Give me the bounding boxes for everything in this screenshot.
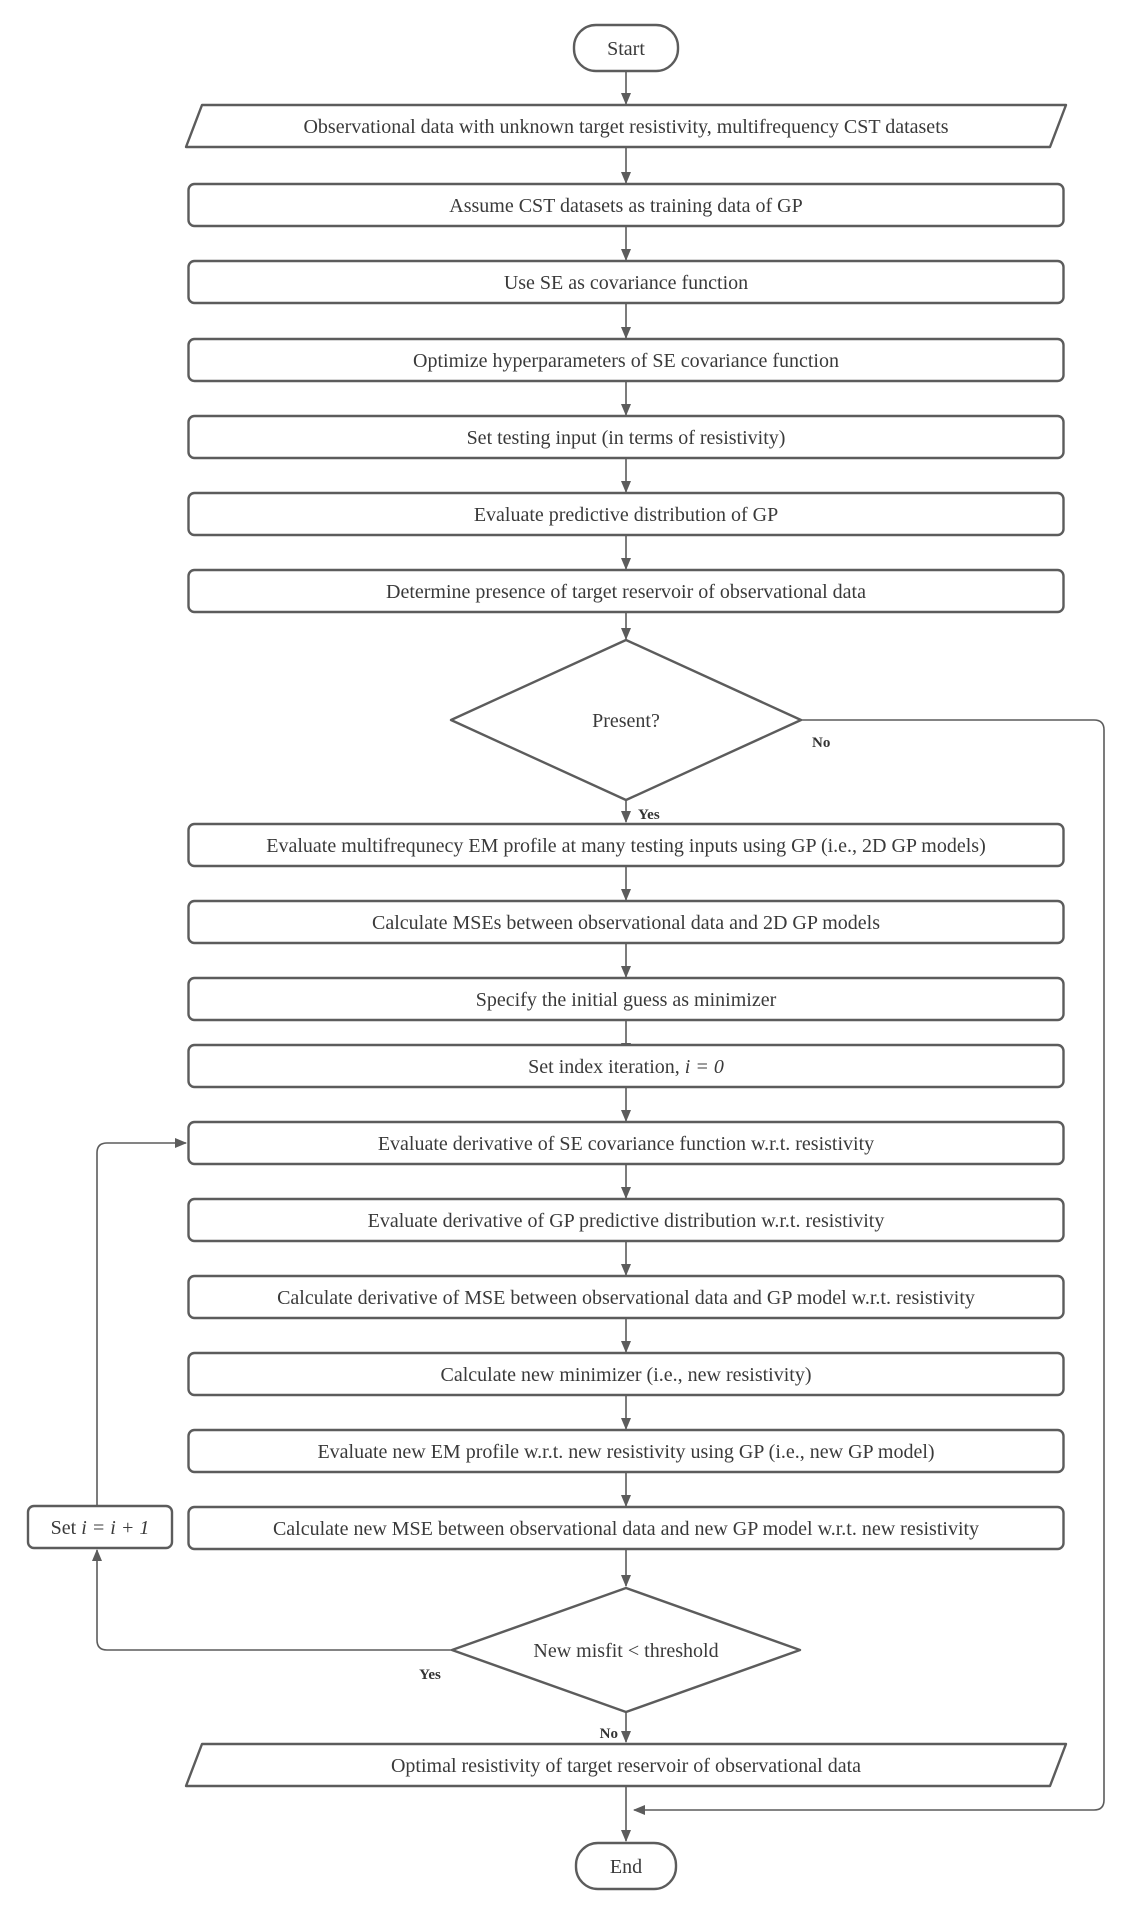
node-label-optimal-resistivity: Optimal resistivity of target reservoir … <box>391 1755 861 1777</box>
node-label-start: Start <box>607 38 645 60</box>
node-optimize-hyperparameters: Optimize hyperparameters of SE covarianc… <box>187 337 1065 383</box>
node-derivative-gp-predictive: Evaluate derivative of GP predictive dis… <box>187 1197 1065 1243</box>
node-label-assume-cst-training: Assume CST datasets as training data of … <box>449 195 802 217</box>
edge-label-misfit-yes-to-increment: Yes <box>419 1667 441 1683</box>
node-use-se-covariance: Use SE as covariance function <box>187 259 1065 305</box>
process-shape <box>187 182 1065 228</box>
node-evaluate-new-em-profile: Evaluate new EM profile w.r.t. new resis… <box>187 1428 1065 1474</box>
node-label-use-se-covariance: Use SE as covariance function <box>504 272 748 294</box>
node-assume-cst-training: Assume CST datasets as training data of … <box>187 182 1065 228</box>
node-calculate-new-mse: Calculate new MSE between observational … <box>187 1505 1065 1551</box>
node-label-determine-presence: Determine presence of target reservoir o… <box>386 581 866 603</box>
edge-present-yes: Yes <box>621 800 660 823</box>
node-label-calculate-new-mse: Calculate new MSE between observational … <box>273 1518 979 1540</box>
edge-label-present-no-bypass: No <box>812 735 830 751</box>
process-shape <box>187 1120 1065 1166</box>
process-shape <box>187 259 1065 305</box>
edge-label-present-yes: Yes <box>638 807 660 823</box>
node-label-derivative-mse: Calculate derivative of MSE between obse… <box>277 1287 975 1309</box>
data-shape <box>184 103 1068 149</box>
process-shape <box>187 414 1065 460</box>
node-label-observational-data: Observational data with unknown target r… <box>303 116 948 138</box>
node-optimal-resistivity: Optimal resistivity of target reservoir … <box>184 1742 1068 1788</box>
process-shape <box>187 337 1065 383</box>
node-label-evaluate-new-em-profile: Evaluate new EM profile w.r.t. new resis… <box>317 1441 934 1463</box>
process-shape <box>187 491 1065 537</box>
node-label-derivative-se-covariance: Evaluate derivative of SE covariance fun… <box>378 1133 874 1155</box>
node-present-decision: Present? <box>449 638 803 802</box>
decision-shape <box>449 638 803 802</box>
node-label-end: End <box>610 1856 642 1878</box>
edge-label-misfit-no: No <box>600 1726 618 1742</box>
process-shape <box>187 1197 1065 1243</box>
node-label-set-index-iteration: Set index iteration, i = 0 <box>528 1056 724 1078</box>
node-label-calculate-mses: Calculate MSEs between observational dat… <box>372 912 880 934</box>
node-calculate-mses: Calculate MSEs between observational dat… <box>187 899 1065 945</box>
edge-misfit-no: No <box>600 1712 631 1743</box>
process-shape <box>187 822 1065 868</box>
node-label-optimize-hyperparameters: Optimize hyperparameters of SE covarianc… <box>413 350 839 372</box>
node-observational-data: Observational data with unknown target r… <box>184 103 1068 149</box>
decision-shape <box>450 1586 802 1714</box>
node-specify-initial-guess: Specify the initial guess as minimizer <box>187 976 1065 1022</box>
node-label-calculate-new-minimizer: Calculate new minimizer (i.e., new resis… <box>441 1364 812 1386</box>
node-set-increment: Set i = i + 1 <box>26 1504 174 1550</box>
node-misfit-decision: New misfit < threshold <box>450 1586 802 1714</box>
terminator-shape <box>572 23 680 73</box>
node-set-testing-input: Set testing input (in terms of resistivi… <box>187 414 1065 460</box>
process-shape <box>187 899 1065 945</box>
node-label-evaluate-multifrequency-profiles: Evaluate multifrequnecy EM profile at ma… <box>266 835 986 857</box>
data-shape <box>184 1742 1068 1788</box>
terminator-shape <box>574 1841 678 1891</box>
node-evaluate-predictive-distribution: Evaluate predictive distribution of GP <box>187 491 1065 537</box>
node-derivative-se-covariance: Evaluate derivative of SE covariance fun… <box>187 1120 1065 1166</box>
node-label-misfit-decision: New misfit < threshold <box>533 1640 718 1662</box>
process-shape <box>187 1428 1065 1474</box>
node-start: Start <box>572 23 680 73</box>
node-label-set-testing-input: Set testing input (in terms of resistivi… <box>467 427 786 449</box>
node-end: End <box>574 1841 678 1891</box>
node-label-evaluate-predictive-distribution: Evaluate predictive distribution of GP <box>474 504 778 526</box>
node-evaluate-multifrequency-profiles: Evaluate multifrequnecy EM profile at ma… <box>187 822 1065 868</box>
node-determine-presence: Determine presence of target reservoir o… <box>187 568 1065 614</box>
process-shape <box>187 1351 1065 1397</box>
node-label-set-increment: Set i = i + 1 <box>51 1517 150 1539</box>
process-shape <box>187 1505 1065 1551</box>
node-set-index-iteration: Set index iteration, i = 0 <box>187 1043 1065 1089</box>
node-label-present-decision: Present? <box>592 710 660 732</box>
edge-present-no-bypass: No <box>633 719 1105 1815</box>
process-shape <box>187 568 1065 614</box>
node-label-derivative-gp-predictive: Evaluate derivative of GP predictive dis… <box>368 1210 885 1232</box>
process-shape <box>187 1274 1065 1320</box>
node-label-specify-initial-guess: Specify the initial guess as minimizer <box>476 989 777 1011</box>
edge-increment-to-derivative-se <box>96 1138 187 1506</box>
process-shape <box>187 976 1065 1022</box>
node-calculate-new-minimizer: Calculate new minimizer (i.e., new resis… <box>187 1351 1065 1397</box>
process-shape <box>26 1504 174 1550</box>
process-shape <box>187 1043 1065 1089</box>
edge-misfit-yes-to-increment: Yes <box>92 1549 452 1683</box>
node-derivative-mse: Calculate derivative of MSE between obse… <box>187 1274 1065 1320</box>
